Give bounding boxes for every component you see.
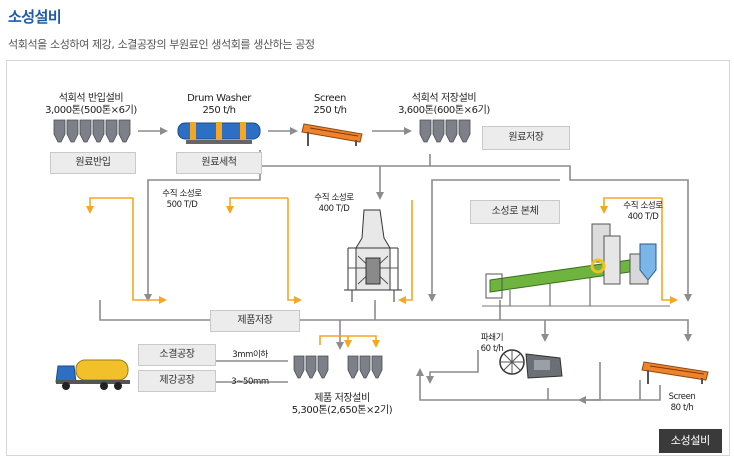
page-title: 소성설비 xyxy=(8,8,62,26)
plant-box-sinter: 소결공장 xyxy=(138,344,216,366)
screen-top-name: Screen xyxy=(314,93,346,104)
silo-group-product-storage-icon xyxy=(293,355,383,379)
crusher-capacity: 60 t/h xyxy=(480,344,504,354)
page-subtitle: 석회석을 소성하여 제강, 소결공장의 부원료인 생석회를 생산하는 공정 xyxy=(8,38,315,51)
screen-bottom-capacity: 80 t/h xyxy=(670,403,694,413)
storage-top-name: 석회석 저장설비 xyxy=(411,93,477,104)
washer-name: Drum Washer xyxy=(187,93,251,104)
kiln-right-name: 수직 소성로 xyxy=(623,201,663,211)
intake-equipment-name: 석회석 반입설비 xyxy=(58,93,124,104)
steel-size-label: 3~50mm xyxy=(231,377,269,387)
crusher-icon xyxy=(499,349,563,379)
storage-top-capacity: 3,600톤(600톤×6기) xyxy=(398,105,490,116)
product-storage-name: 제품 저장설비 xyxy=(314,393,370,404)
crusher-name: 파쇄기 xyxy=(480,333,504,343)
section-badge: 소성설비 xyxy=(658,429,722,453)
stage-box-washing: 원료세척 xyxy=(176,152,262,174)
silo-group-raw-storage-icon xyxy=(419,119,471,143)
stage-box-raw-storage: 원료저장 xyxy=(482,126,570,150)
screen-bottom-name: Screen xyxy=(668,392,696,402)
vibrating-screen-top-icon xyxy=(301,123,363,146)
drum-washer-icon xyxy=(177,122,261,144)
washer-capacity: 250 t/h xyxy=(202,105,236,116)
sinter-size-label: 3mm이하 xyxy=(232,350,268,360)
intake-equipment-capacity: 3,000톤(500톤×6기) xyxy=(45,105,137,116)
silo-group-intake-icon xyxy=(53,119,131,143)
product-storage-capacity: 5,300톤(2,650톤×2기) xyxy=(291,405,393,416)
stage-box-product-storage: 제품저장 xyxy=(210,310,300,332)
kiln-left-capacity: 500 T/D xyxy=(166,200,198,210)
rotary-kiln-plant-icon xyxy=(482,223,670,307)
kiln-mid-name: 수직 소성로 xyxy=(314,193,354,203)
stage-box-intake: 원료반입 xyxy=(50,152,136,174)
kiln-left-name: 수직 소성로 xyxy=(162,189,202,199)
stage-box-kiln-body: 소성로 본체 xyxy=(470,200,560,224)
tanker-truck-icon xyxy=(55,359,130,390)
kiln-right-capacity: 400 T/D xyxy=(627,212,659,222)
plant-box-steel: 제강공장 xyxy=(138,370,216,392)
kiln-mid-capacity: 400 T/D xyxy=(318,204,350,214)
screen-top-capacity: 250 t/h xyxy=(313,105,347,116)
vertical-kiln-icon xyxy=(344,209,402,302)
vibrating-screen-bottom-icon xyxy=(641,361,709,384)
